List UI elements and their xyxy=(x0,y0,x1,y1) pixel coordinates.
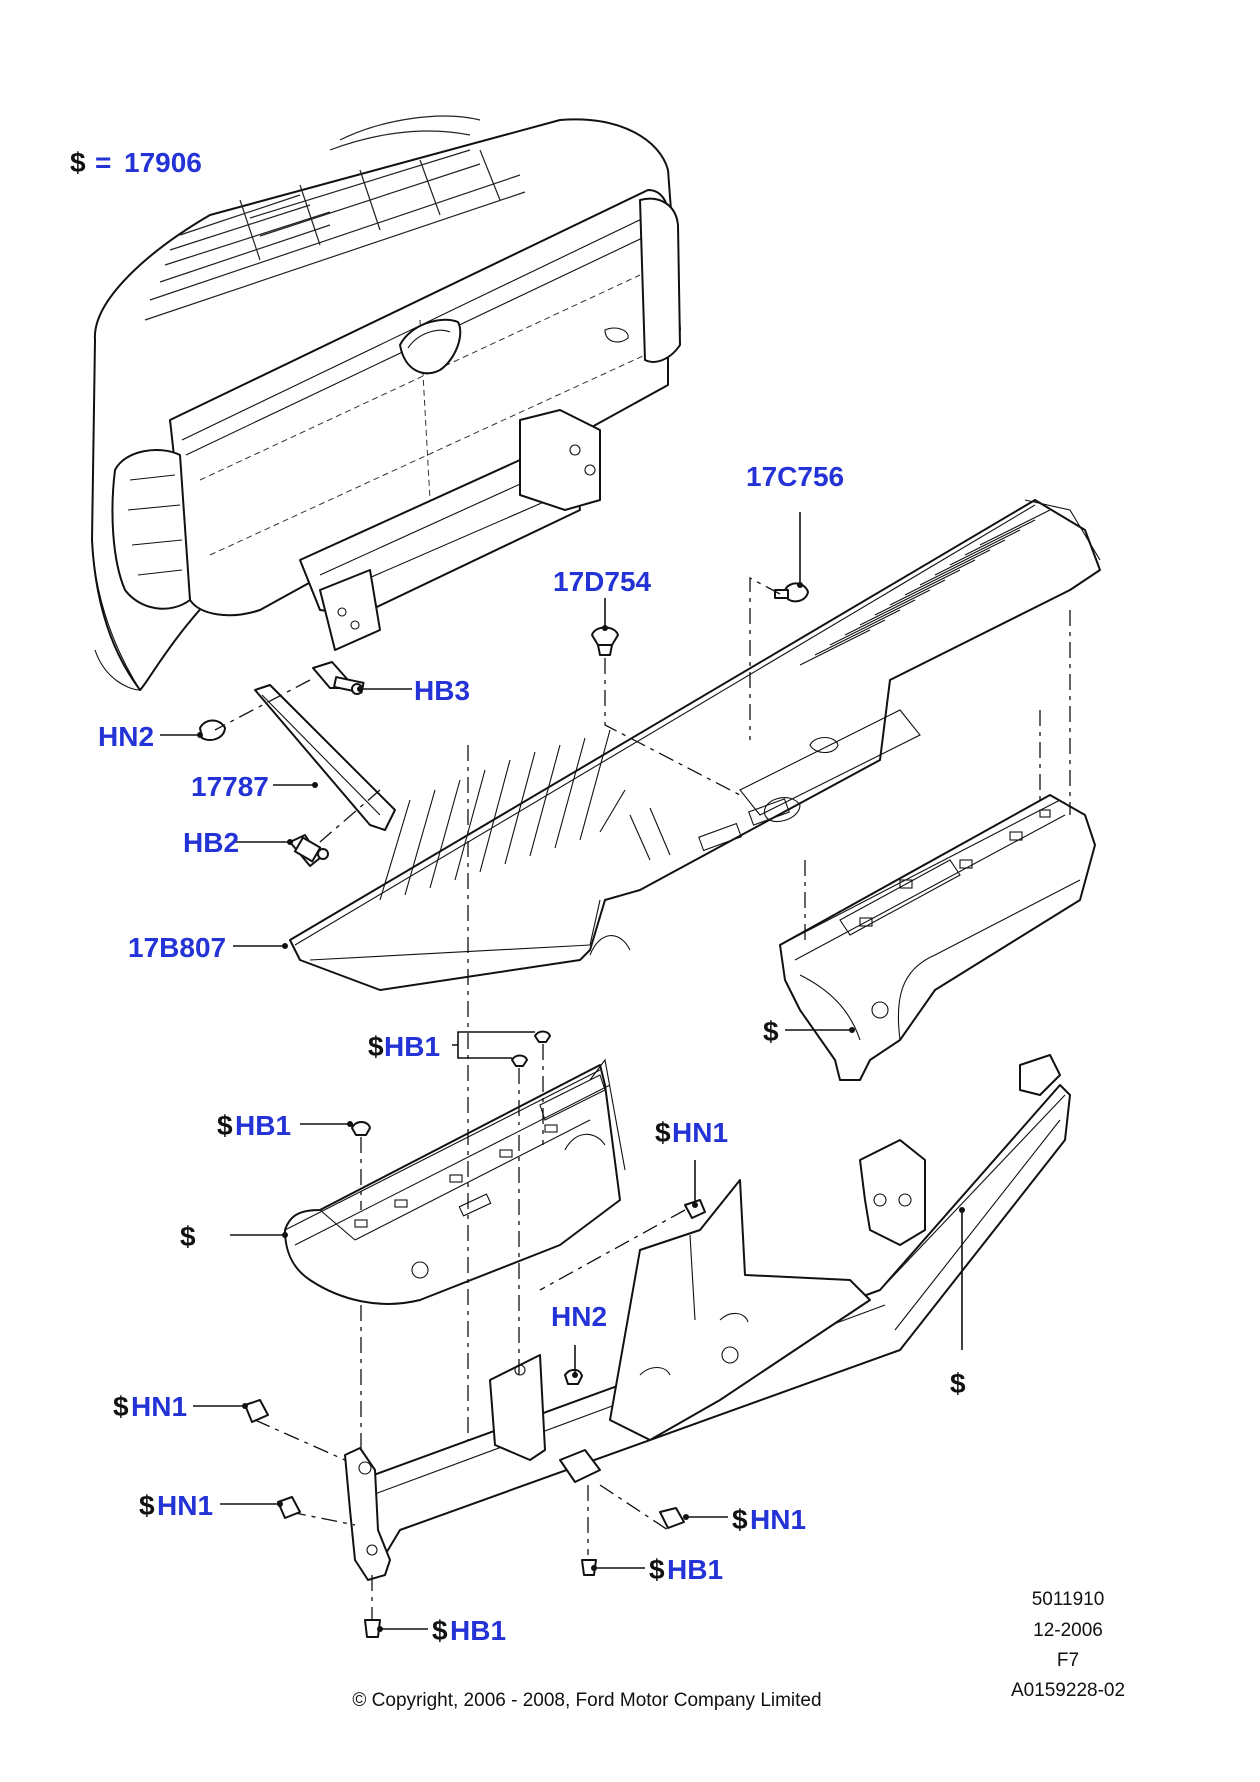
bracket-17787-assembly xyxy=(199,661,396,867)
dollar-hn1-right: $ xyxy=(732,1504,748,1535)
label-hb1-upper: HB1 xyxy=(384,1031,440,1062)
drawing-model: F7 xyxy=(1057,1650,1079,1671)
copyright-notice: © Copyright, 2006 - 2008, Ford Motor Com… xyxy=(352,1690,821,1711)
label-hb2: HB2 xyxy=(183,827,239,858)
label-hn2-mid: HN2 xyxy=(551,1301,607,1332)
dollar-hb1-left: $ xyxy=(217,1110,233,1141)
label-hn2-top: HN2 xyxy=(98,721,154,752)
label-hn1-top: HN1 xyxy=(672,1117,728,1148)
label-17C756: 17C756 xyxy=(746,461,844,492)
bumper-support-frame xyxy=(244,745,1071,1638)
dollar-right-cap: $ xyxy=(763,1016,779,1047)
label-hb3: HB3 xyxy=(414,675,470,706)
plug-17D754 xyxy=(591,626,741,796)
label-17B807: 17B807 xyxy=(128,932,226,963)
label-hn1-left-upper: HN1 xyxy=(131,1391,187,1422)
leader-lines xyxy=(160,512,965,1632)
drawing-number: 5011910 xyxy=(1032,1589,1105,1610)
right-bumper-end-cap xyxy=(779,610,1096,1081)
rear-step-bumper-17B807 xyxy=(289,499,1101,991)
label-hb1-bottom: HB1 xyxy=(450,1615,506,1646)
left-bumper-end-cap xyxy=(284,1030,626,1305)
truck-bed-illustration xyxy=(91,115,681,691)
legend-code: 17906 xyxy=(124,147,202,178)
dollar-hb1-upper: $ xyxy=(368,1031,384,1062)
legend-dollar-symbol: $ xyxy=(70,147,86,178)
clip-17C756 xyxy=(749,576,809,740)
dollar-support-frame: $ xyxy=(950,1368,966,1399)
label-17787: 17787 xyxy=(191,771,269,802)
drawing-date: 12-2006 xyxy=(1033,1620,1103,1641)
label-hn1-right: HN1 xyxy=(750,1504,806,1535)
legend: $ = 17906 xyxy=(70,147,202,178)
label-hn1-left-lower: HN1 xyxy=(157,1490,213,1521)
label-hb1-left: HB1 xyxy=(235,1110,291,1141)
drawing-info-block: 5011910 12-2006 F7 A0159228-02 xyxy=(1011,1589,1125,1701)
label-hb1-lower-mid: HB1 xyxy=(667,1554,723,1585)
legend-equals: = xyxy=(95,147,111,178)
dollar-hn1-left-upper: $ xyxy=(113,1391,129,1422)
callout-labels: 17C756 17D754 HB3 HN2 17787 HB2 17B807 $… xyxy=(98,461,966,1646)
dollar-hb1-bottom: $ xyxy=(432,1615,448,1646)
drawing-id: A0159228-02 xyxy=(1011,1680,1125,1701)
dollar-left-cap: $ xyxy=(180,1221,196,1252)
dollar-hb1-lower-mid: $ xyxy=(649,1554,665,1585)
label-17D754: 17D754 xyxy=(553,566,652,597)
dollar-hn1-top: $ xyxy=(655,1117,671,1148)
dollar-hn1-left-lower: $ xyxy=(139,1490,155,1521)
